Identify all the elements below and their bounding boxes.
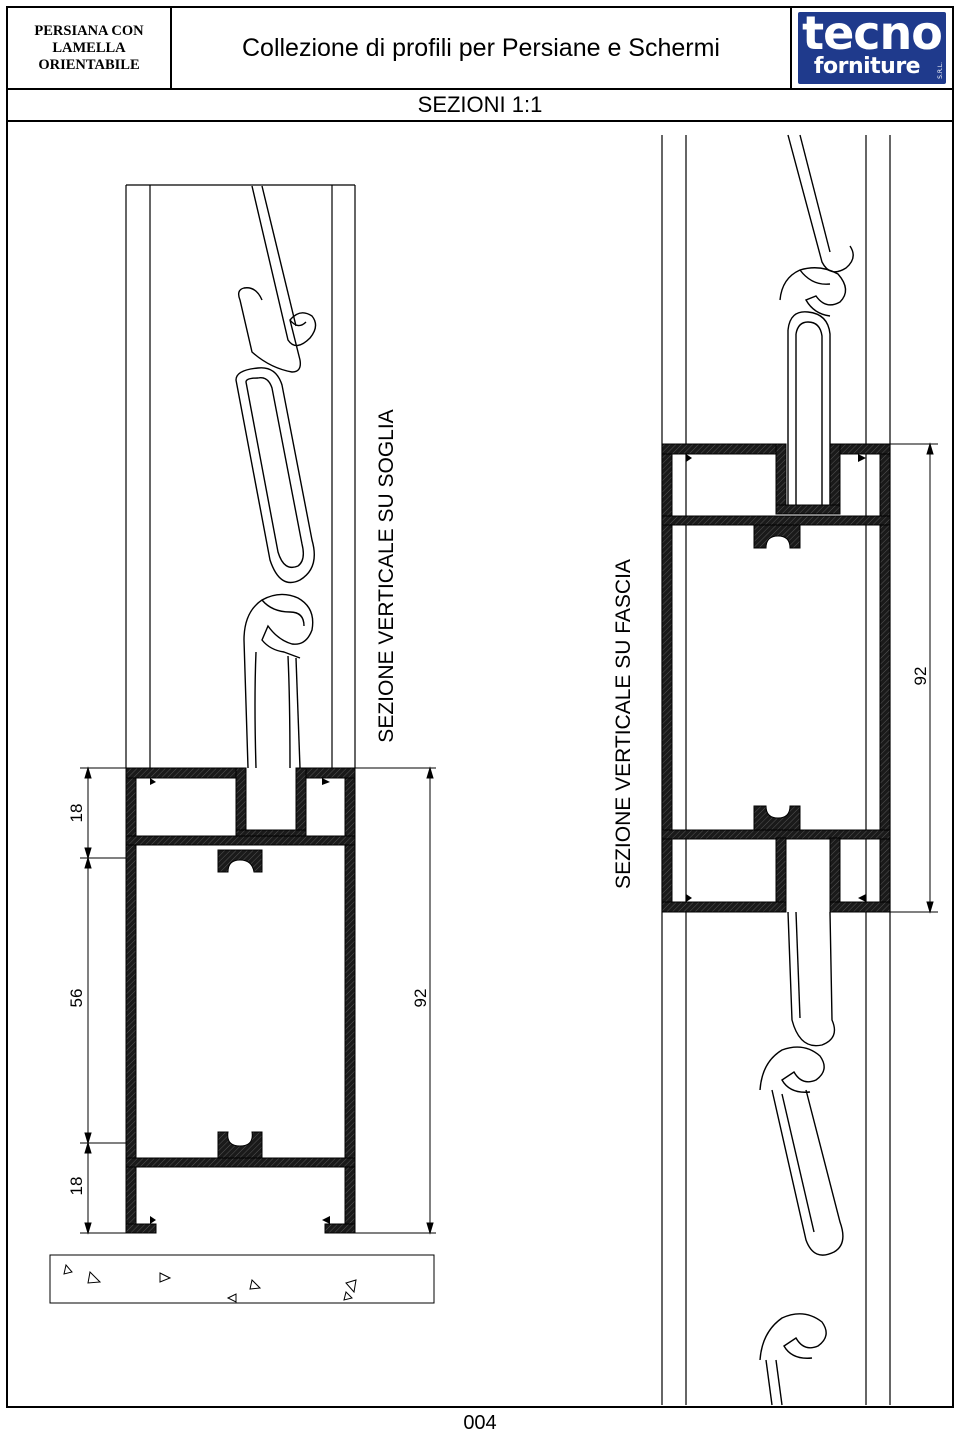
logo-word-top: tecno [802,6,943,60]
product-name-line2: LAMELLA ORIENTABILE [38,39,140,73]
right-lamella-upper-3 [787,311,831,505]
left-lamella-1 [237,185,317,373]
right-section: 92 SEZIONE VERTICALE SU FASCIA [612,134,938,1406]
drawing-frame [6,120,954,1408]
right-lamella-lower-2 [759,1046,844,1256]
right-frame-profile [661,443,891,913]
left-dim-top-label: 18 [67,804,86,823]
left-dim-middle-label: 56 [67,989,86,1008]
right-section-label: SEZIONE VERTICALE SU FASCIA [612,559,635,889]
left-dimension-chain [80,766,126,1235]
logo-word-bottom: forniture [813,54,921,79]
company-logo: tecno forniture S.R.L. [790,6,954,90]
right-lamella-lower-3 [759,1313,827,1406]
header: PERSIANA CON LAMELLA ORIENTABILE Collezi… [6,6,954,90]
left-screw-boss-top [217,849,263,873]
right-lamella-upper-1 [787,134,854,273]
product-name-line1: PERSIANA CON [34,22,144,39]
page-number: 004 [463,1412,497,1434]
right-lamella-lower-1 [787,911,836,1047]
left-dimension-total [355,766,436,1235]
right-guide-lines [661,135,891,1405]
left-section-label: SEZIONE VERTICALE SU SOGLIA [375,409,398,742]
left-lamella-2 [235,367,315,584]
left-dim-bottom-label: 18 [67,1177,86,1196]
collection-title: Collezione di profili per Persiane e Sch… [170,6,792,90]
left-sill [49,1254,435,1304]
right-screw-boss-bottom [753,805,801,831]
right-dimension-total [890,442,938,914]
left-screw-boss-bottom [217,1131,263,1159]
left-dim-total-label: 92 [411,989,430,1008]
logo-badge: tecno forniture S.R.L. [798,6,946,84]
right-dim-total-label: 92 [911,667,930,686]
left-frame-profile [125,767,356,1234]
left-guide-lines [125,184,356,768]
right-screw-boss-top [753,524,801,549]
right-lamella-upper-2 [779,267,847,317]
left-section: 18 56 18 92 SEZIONE VERTICALE SU SOGLIA [49,184,436,1304]
left-lamella-3 [243,593,314,769]
